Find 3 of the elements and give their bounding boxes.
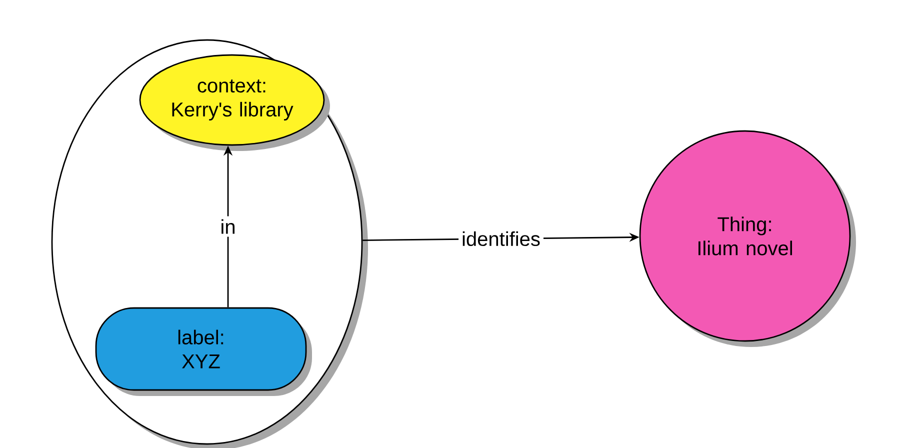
edge-label: in xyxy=(217,216,239,237)
label-box: label: XYZ xyxy=(95,307,312,396)
edge-label: identifies xyxy=(458,228,544,250)
